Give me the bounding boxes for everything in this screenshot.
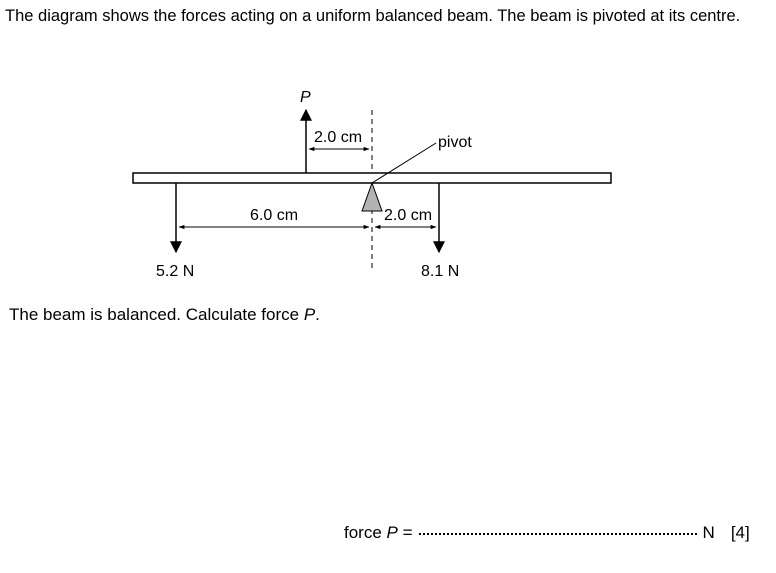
question-var: P xyxy=(303,305,316,324)
question-prefix: The beam is balanced. Calculate force xyxy=(9,305,304,324)
p-distance-label: 2.0 cm xyxy=(314,129,362,146)
answer-input-line[interactable] xyxy=(418,533,697,535)
beam xyxy=(132,172,612,184)
left-force-label: 5.2 N xyxy=(156,263,194,280)
question-prompt: The beam is balanced. Calculate force P. xyxy=(9,305,320,325)
question-intro-text: The diagram shows the forces acting on a… xyxy=(5,7,741,25)
pivot-leader-line xyxy=(371,142,437,184)
answer-label-prefix: force xyxy=(344,523,387,542)
answer-line: force P = N [4] xyxy=(344,523,750,543)
right-force-label: 8.1 N xyxy=(421,263,459,280)
question-suffix: . xyxy=(315,305,320,324)
pivot-label: pivot xyxy=(438,134,472,151)
beam-diagram: pivot P 2.0 cm 5.2 N 6.0 cm 8.1 N 2.0 cm xyxy=(132,89,612,280)
force-p-label: P xyxy=(300,89,311,106)
pivot-triangle xyxy=(361,181,383,212)
marks-label: [4] xyxy=(730,523,750,542)
answer-label-var: P xyxy=(386,523,398,542)
answer-label-suffix: = xyxy=(397,523,413,542)
right-distance-label: 2.0 cm xyxy=(384,207,432,224)
answer-unit: N xyxy=(702,523,715,542)
left-distance-label: 6.0 cm xyxy=(250,207,298,224)
